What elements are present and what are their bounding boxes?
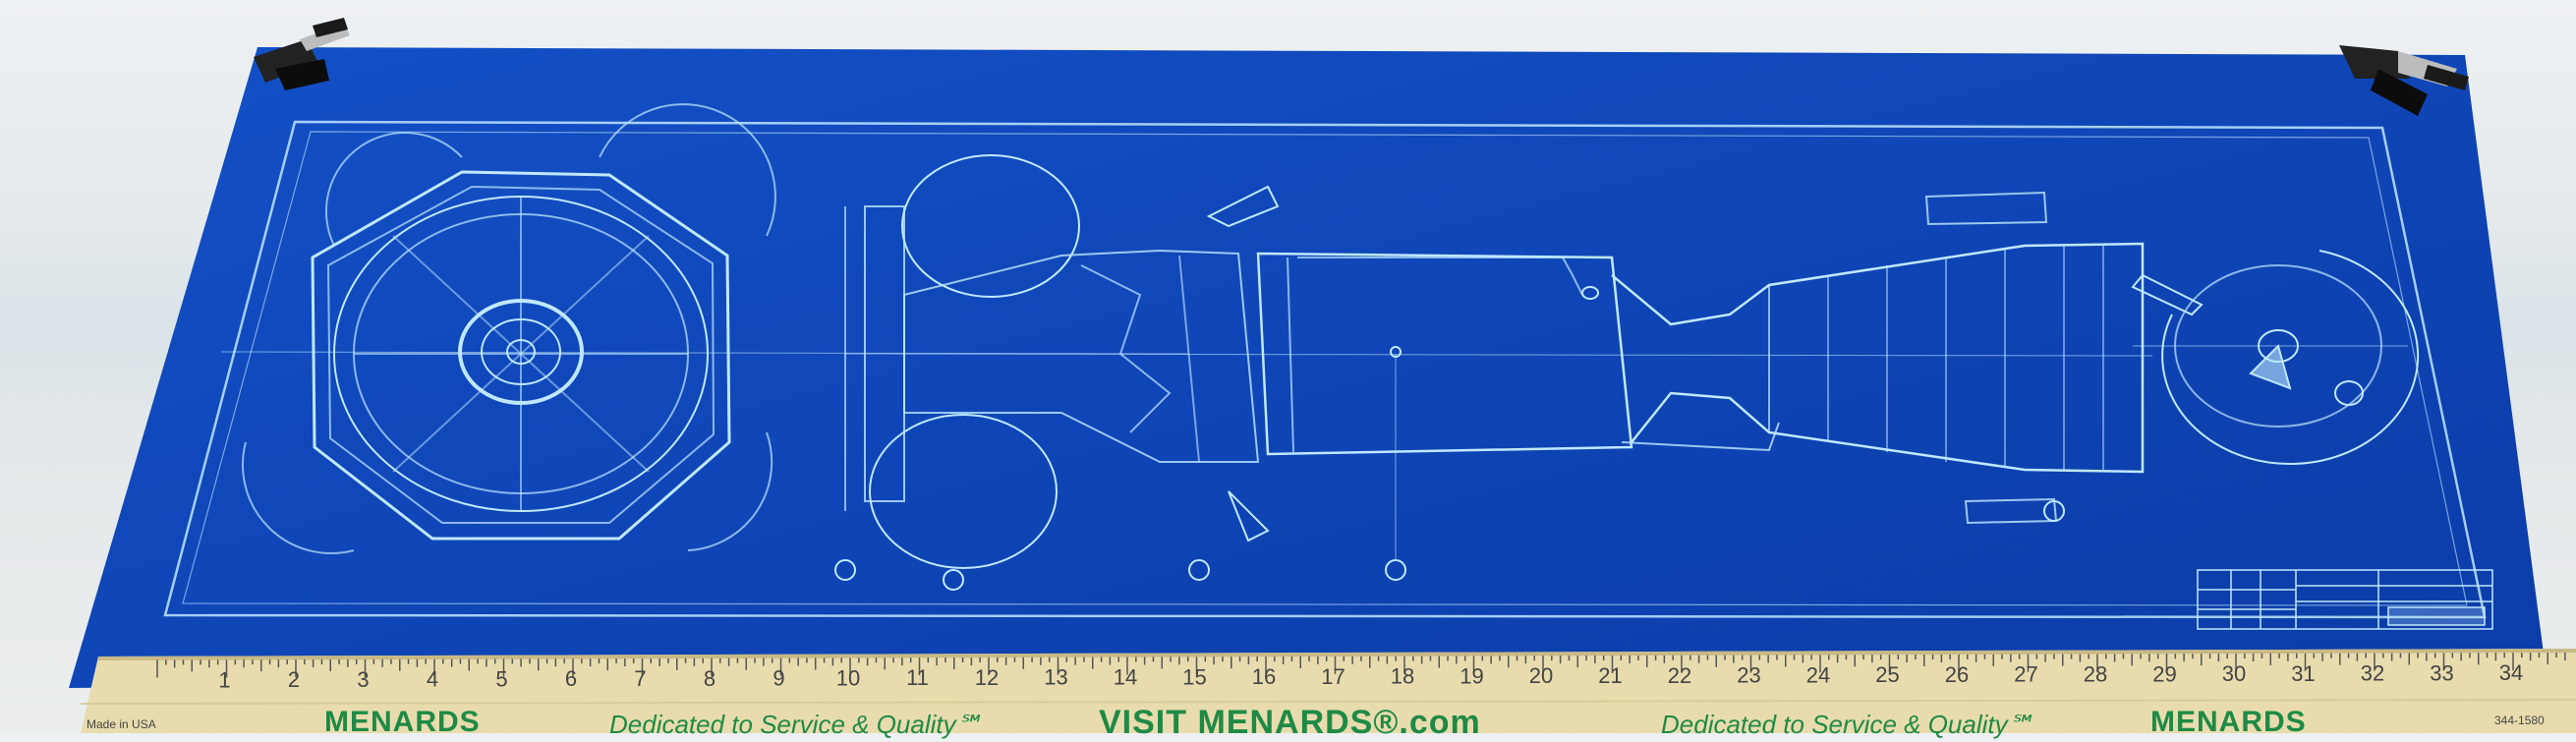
engine-mount-top-view xyxy=(220,103,1190,554)
ruler-number: 26 xyxy=(1945,662,1969,687)
ruler-number: 6 xyxy=(565,666,577,691)
ruler-number: 30 xyxy=(2222,661,2246,686)
ruler-number: 22 xyxy=(1668,663,1691,688)
binder-clip-icon xyxy=(2339,45,2469,116)
ruler-brand-text-2: MENARDS xyxy=(2150,706,2307,738)
ruler-number: 2 xyxy=(288,667,300,692)
ruler-brand-text: MENARDS xyxy=(324,706,481,738)
ruler-number: 27 xyxy=(2014,662,2037,687)
ruler-number: 34 xyxy=(2499,660,2523,685)
ruler-number: 14 xyxy=(1114,665,1137,690)
engine-side-view xyxy=(834,154,2153,591)
ruler-code-label: 344-1580 xyxy=(2494,713,2545,727)
ruler-number: 7 xyxy=(634,666,646,691)
ruler-slogan-text-2: Dedicated to Service & Quality℠ xyxy=(1661,710,2034,739)
ruler-number: 20 xyxy=(1529,663,1553,688)
binder-clip-icon xyxy=(254,18,350,90)
title-block xyxy=(2197,569,2493,630)
ruler-number: 19 xyxy=(1460,663,1483,688)
ruler-number: 15 xyxy=(1182,664,1206,689)
ruler-number: 8 xyxy=(704,666,716,691)
ruler-number: 3 xyxy=(357,667,369,692)
ruler-number: 10 xyxy=(836,665,860,690)
blueprint-sheet xyxy=(69,47,2546,688)
ruler-number: 4 xyxy=(427,667,438,692)
ruler-number: 12 xyxy=(975,665,999,690)
ruler-number: 11 xyxy=(906,665,929,690)
ruler-number: 9 xyxy=(773,666,784,691)
ruler-number: 5 xyxy=(495,666,507,691)
ruler-number: 25 xyxy=(1875,662,1899,687)
ruler-number: 29 xyxy=(2152,661,2176,686)
ruler-number: 33 xyxy=(2430,660,2453,685)
ruler-number: 17 xyxy=(1321,664,1345,689)
ruler-made-in-label: Made in USA xyxy=(86,717,156,731)
ruler-number: 18 xyxy=(1391,664,1414,689)
ruler-number: 31 xyxy=(2291,661,2315,686)
ruler-number: 32 xyxy=(2361,661,2384,686)
ruler-slogan-text: Dedicated to Service & Quality℠ xyxy=(609,710,983,739)
ruler-number: 24 xyxy=(1806,662,1830,687)
ruler-visit-text: VISIT MENARDS®.com xyxy=(1099,704,1481,741)
ruler-number: 1 xyxy=(218,667,230,692)
nozzle-end-view xyxy=(2131,250,2420,466)
ruler-number: 16 xyxy=(1252,664,1276,689)
ruler-number: 23 xyxy=(1737,663,1760,688)
ruler-number: 13 xyxy=(1044,665,1067,690)
ruler-number: 28 xyxy=(2084,661,2107,686)
ruler-number: 21 xyxy=(1598,663,1622,688)
